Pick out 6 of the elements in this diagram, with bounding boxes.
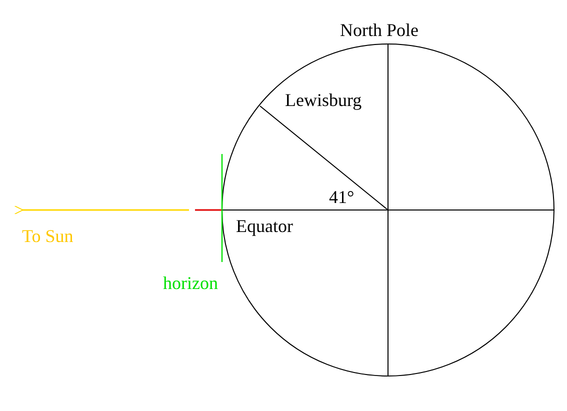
sun-direction-label: To Sun xyxy=(22,226,74,246)
equator-label: Equator xyxy=(236,216,293,236)
angle-label: 41° xyxy=(329,187,354,207)
pole-label: North Pole xyxy=(340,20,418,40)
city-label: Lewisburg xyxy=(285,90,362,110)
horizon-label: horizon xyxy=(163,273,218,293)
